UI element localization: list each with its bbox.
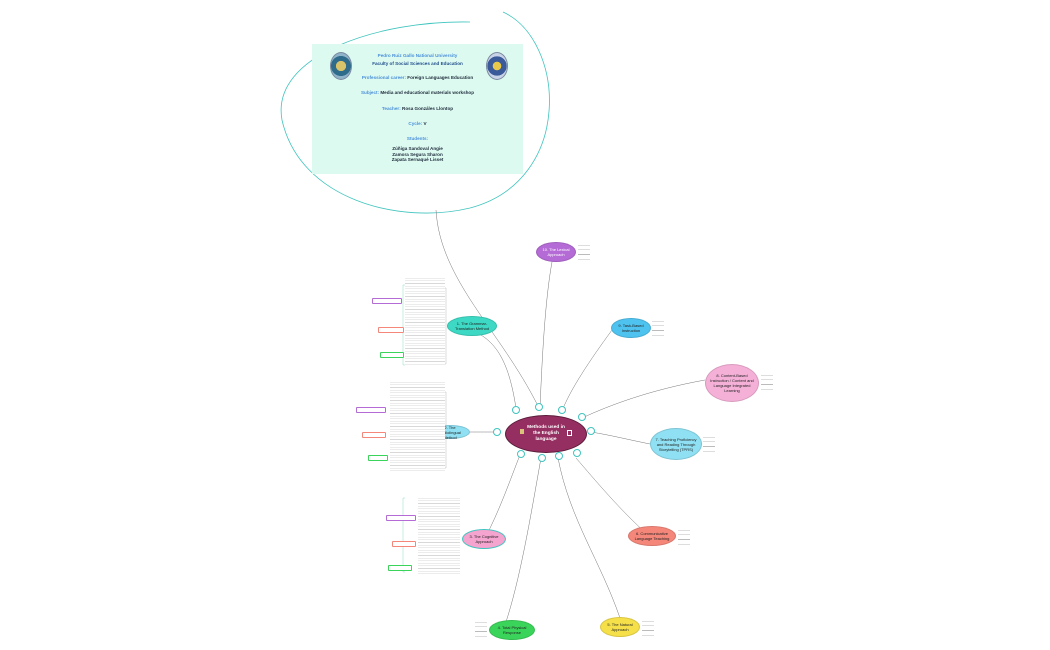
link-10 [539, 261, 553, 409]
link-icon [567, 430, 572, 436]
notes-audiolingual [390, 380, 445, 472]
tag-orange [362, 432, 386, 438]
tag-orange [378, 327, 404, 333]
cover-card: Pedro Ruiz Gallo National University Fac… [312, 44, 523, 174]
handle[interactable] [555, 452, 563, 460]
branch-lexical-approach[interactable]: 10. The Lexical Approach [536, 242, 576, 262]
university-logo-left [330, 52, 352, 80]
branch-task-based[interactable]: 9. Task-Based Instruction [611, 318, 651, 338]
central-topic[interactable]: Methods used in the English language [505, 415, 587, 453]
link-cover [435, 209, 539, 407]
tag-purple [386, 515, 416, 521]
handle[interactable] [573, 449, 581, 457]
faculty-logo-right [486, 52, 508, 80]
students-heading: Students: [406, 136, 429, 141]
handle[interactable] [587, 427, 595, 435]
handle[interactable] [512, 406, 520, 414]
university-name: Pedro Ruiz Gallo National University [377, 53, 458, 58]
tag-green [368, 455, 388, 461]
children-lexical [578, 241, 590, 263]
handle[interactable] [517, 450, 525, 458]
student-2: Zamora Segura Sharon [392, 151, 443, 157]
branch-clt[interactable]: 6. Communicative Language Teaching [628, 526, 676, 546]
handle[interactable] [578, 413, 586, 421]
faculty-name: Faculty of Social Sciences and Education [372, 61, 463, 66]
tag-orange [392, 541, 416, 547]
children-tprs [703, 433, 715, 453]
link-3 [483, 454, 521, 541]
branch-grammar-translation[interactable]: 1. The Grammar-Translation Method [447, 316, 497, 336]
handle[interactable] [535, 403, 543, 411]
handle[interactable] [493, 428, 501, 436]
student-1: Zúñiga Sandoval Angie [392, 146, 443, 151]
link-7 [590, 431, 651, 445]
children-natural [642, 617, 654, 637]
link-1 [469, 329, 517, 409]
tag-green [388, 565, 412, 571]
link-9 [561, 329, 613, 412]
link-8 [581, 379, 706, 419]
children-cbi [761, 371, 773, 393]
student-3: Zapata Sernaqué Lisset [391, 157, 444, 162]
tag-purple [372, 298, 402, 304]
children-tpr [475, 618, 487, 640]
notes-grammar-translation [405, 276, 445, 366]
career-line: Professional career: Foreign Languages E… [361, 75, 474, 80]
handle[interactable] [538, 454, 546, 462]
subject-line: Subject: Media and educational materials… [360, 90, 475, 95]
handle[interactable] [558, 406, 566, 414]
children-clt [678, 526, 690, 546]
branch-cbi-clil[interactable]: 8. Content-Based Instruction / Content a… [705, 364, 759, 402]
branch-tprs[interactable]: 7. Teaching Proficiency and Reading Thro… [650, 428, 702, 460]
branch-cognitive[interactable]: 3. The Cognitive Approach [462, 529, 506, 549]
children-task-based [652, 317, 664, 337]
branch-tpr[interactable]: 4. Total Physical Response [489, 620, 535, 640]
tag-purple [356, 407, 386, 413]
teacher-line: Teacher: Rosa Gonzáles Llontop [381, 106, 454, 111]
branch-natural-approach[interactable]: 5. The Natural Approach [600, 617, 640, 637]
note-icon [520, 429, 524, 434]
link-5 [557, 457, 621, 619]
tag-green [380, 352, 404, 358]
link-4 [504, 457, 542, 626]
link-6 [575, 457, 649, 536]
cycle-line: Cycle: V [408, 121, 427, 126]
notes-cognitive [418, 496, 460, 574]
